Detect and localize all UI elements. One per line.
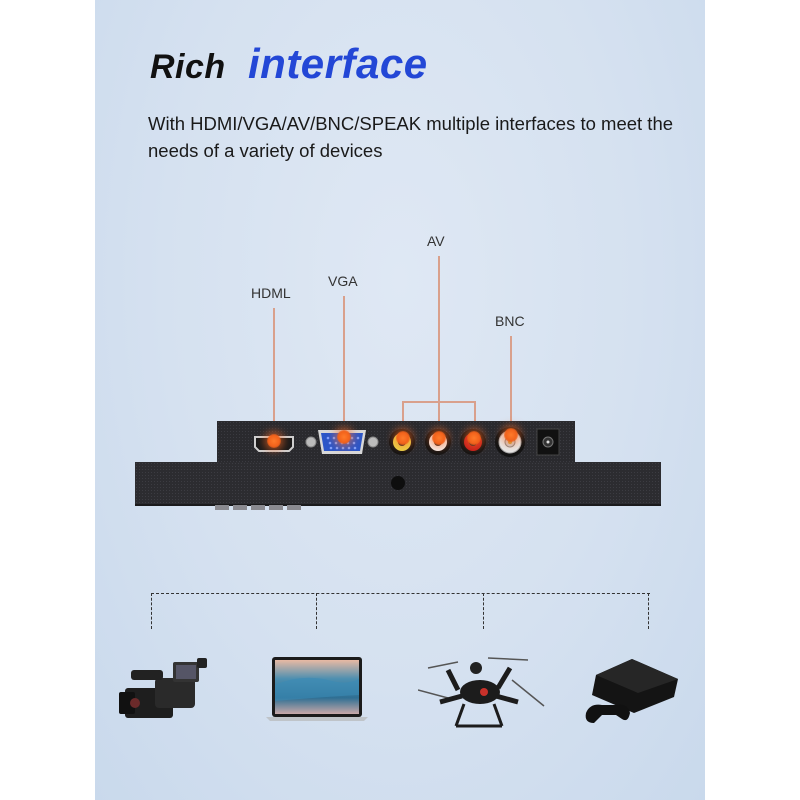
callout-dot-vga <box>337 430 351 444</box>
callout-dot-av-white <box>432 431 446 445</box>
game-console-icon <box>585 659 678 723</box>
callout-dot-hdmi <box>267 434 281 448</box>
title-interface: interface <box>248 40 428 87</box>
dashed-connector-console <box>648 593 649 629</box>
callout-line-vga <box>343 296 345 436</box>
callout-line-hdmi <box>273 308 275 440</box>
label-vga: VGA <box>328 273 358 289</box>
dashed-connector-camcorder <box>151 593 152 629</box>
speaker-jack-icon <box>391 476 405 490</box>
callout-line-av <box>438 256 440 436</box>
callout-line-av-bracket <box>402 401 476 403</box>
title-rich: Rich <box>150 48 226 86</box>
label-bnc: BNC <box>495 313 525 329</box>
callout-line-bnc <box>510 336 512 436</box>
laptop-icon <box>266 657 368 721</box>
dashed-connector-drone <box>483 593 484 629</box>
callout-dot-av-yellow <box>396 431 410 445</box>
dashed-connector-horizontal <box>151 593 650 594</box>
label-hdmi: HDML <box>251 285 291 301</box>
callout-line-av-left <box>402 401 404 437</box>
dashed-connector-laptop <box>316 593 317 629</box>
drone-icon <box>418 657 545 728</box>
camcorder-icon <box>119 658 207 718</box>
label-av: AV <box>427 233 445 249</box>
monitor-buttons <box>215 505 305 510</box>
subtitle: With HDMI/VGA/AV/BNC/SPEAK multiple inte… <box>148 113 674 161</box>
dc-power-port-icon <box>536 428 560 456</box>
callout-dot-av-red <box>467 431 481 445</box>
callout-line-av-right <box>474 401 476 437</box>
callout-dot-bnc <box>504 428 518 442</box>
